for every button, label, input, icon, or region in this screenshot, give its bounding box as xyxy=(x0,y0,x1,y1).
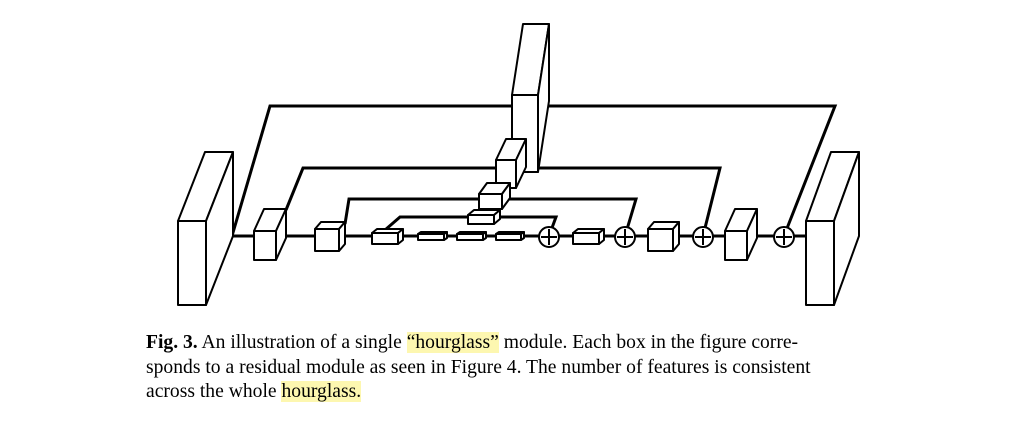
residual-module-box xyxy=(647,221,680,252)
bottleneck-stack xyxy=(467,23,550,225)
main-path-modules xyxy=(177,151,860,306)
caption-text: across the whole xyxy=(146,381,282,402)
caption-line-1: Fig. 3. An illustration of a single “hou… xyxy=(146,331,998,356)
residual-module-box xyxy=(456,231,487,241)
hourglass-diagram xyxy=(177,23,860,306)
highlighted-text: hourglass. xyxy=(281,381,362,402)
merge-nodes xyxy=(538,226,795,248)
hourglass-figure xyxy=(177,23,860,306)
highlighted-text: “hourglass” xyxy=(406,332,499,353)
plus-icon xyxy=(614,226,636,248)
skip-connection-outer xyxy=(230,104,838,237)
caption-text: module. Each box in the figure corre- xyxy=(498,332,799,353)
residual-module-box xyxy=(417,231,448,241)
residual-module-box xyxy=(495,231,525,241)
plus-icon xyxy=(538,226,560,248)
plus-icon xyxy=(692,226,714,248)
residual-module-box xyxy=(371,228,404,245)
plus-icon xyxy=(773,226,795,248)
residual-module-box xyxy=(724,208,758,261)
residual-module-box xyxy=(495,138,527,189)
figure-label: Fig. 3. xyxy=(146,332,198,353)
residual-module-box xyxy=(478,182,511,210)
residual-module-box xyxy=(314,221,346,252)
caption-text: An illustration of a single xyxy=(197,332,407,353)
residual-module-box xyxy=(253,208,287,261)
residual-module-box xyxy=(805,151,860,306)
caption-line-3: across the whole hourglass. xyxy=(146,380,998,405)
residual-module-box xyxy=(177,151,234,306)
residual-module-box xyxy=(467,209,501,225)
figure-caption: Fig. 3. An illustration of a single “hou… xyxy=(146,331,998,405)
caption-line-2: sponds to a residual module as seen in F… xyxy=(146,356,811,378)
residual-module-box xyxy=(572,228,605,245)
